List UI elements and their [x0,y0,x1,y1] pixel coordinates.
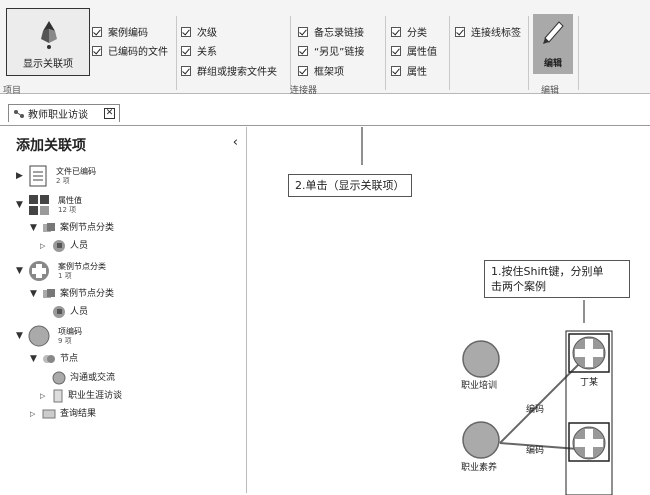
collapse-panel-button[interactable]: ‹ [232,135,238,150]
person-case-icon [53,240,65,252]
connector-group-label: 连接器 [290,86,318,96]
ribbon-separator [528,16,529,90]
tree-item-person[interactable]: ▷ 人员 [40,240,89,252]
canvas-overlay [361,127,613,495]
checkbox-checked[interactable] [181,45,191,56]
case-icon [568,333,610,373]
show-associations-icon [41,21,57,49]
ribbon-separator [449,16,450,90]
person-case-icon [53,306,65,318]
expand-arrow-icon[interactable]: ▷ [40,392,46,400]
edge-label: 编码 [526,446,545,456]
checkbox-checked[interactable] [92,45,102,56]
ribbon-separator [385,16,386,90]
map-canvas[interactable]: 2.单击（显示关联项） 1.按住Shift键，分别单 击两个案例 职业培训 职业… [248,127,650,495]
edge-line [499,356,587,444]
edge-label: 编码 [526,405,545,415]
case-icon [29,261,49,281]
node-circle-icon [28,325,50,347]
tree-item-case-classification-2[interactable]: ▼ 案例节点分类 1 项 [16,260,106,282]
callout-shift-select: 1.按住Shift键，分别单 击两个案例 [484,260,630,298]
attribute-grid-icon [29,195,49,215]
tab-teacher-interview[interactable]: 教师职业访谈 ✕ [8,104,120,122]
edit-group-label: 编辑 [541,86,560,96]
edge-line [499,442,579,450]
document-tab-strip: 教师职业访谈 ✕ [0,94,650,126]
tree-item-person-2[interactable]: 人员 [52,305,88,319]
tree-item-coded-files[interactable]: ▶ 文件已编码 2 项 [16,165,96,187]
option-child[interactable]: 次级 [181,24,217,39]
option-classification[interactable]: 分类 [391,24,427,39]
expand-arrow-icon[interactable]: ▷ [40,242,46,250]
callout-click-show-associations: 2.单击（显示关联项） [288,174,412,197]
tree-item-career-interview[interactable]: ▷ 职业生涯访谈 [40,389,123,403]
checkbox-checked[interactable] [455,26,465,37]
collapse-arrow-icon[interactable]: ▼ [30,354,37,364]
checkbox-checked[interactable] [181,65,191,76]
expand-arrow-icon[interactable]: ▷ [30,410,36,418]
nodes-icon [43,355,55,363]
option-case-coding[interactable]: 案例编码 [92,24,148,39]
option-framework-items[interactable]: 框架项 [298,63,344,78]
file-icon [53,389,63,403]
node-training-label: 职业培训 [461,381,498,391]
checkbox-checked[interactable] [92,26,102,37]
checkbox-checked[interactable] [298,45,308,56]
ribbon: 显示关联项 项目 案例编码 已编码的文件 次级 关系 群组或搜索文件夹 备忘录链… [0,0,650,96]
checkbox-checked[interactable] [391,26,401,37]
tree-item-query-results[interactable]: ▷ 查询结果 [30,409,97,419]
option-attributes[interactable]: 属性 [391,63,427,78]
close-icon[interactable]: ✕ [104,108,115,119]
node-circle-icon [52,371,66,385]
items-group-label: 项目 [3,86,22,96]
option-see-also-links[interactable]: “另见”链接 [298,43,364,58]
collapse-arrow-icon[interactable]: ▼ [16,331,23,341]
node-quality-circle [462,421,500,459]
pencil-icon [543,21,564,44]
case-icon [568,422,610,462]
collapse-arrow-icon[interactable]: ▼ [30,289,37,299]
case-label: 丁某 [580,378,599,388]
query-results-icon [42,409,56,419]
tree-item-case-classification-3[interactable]: ▼ 案例节点分类 [30,289,115,299]
show-associations-label: 显示关联项 [23,59,73,70]
classification-icon [43,223,55,232]
checkbox-checked[interactable] [298,26,308,37]
node-training-circle [462,340,500,378]
add-associations-panel: 添加关联项 ‹ ▶ 文件已编码 2 项 ▼ 属性值 12 项 ▼ 案例节点分类 [6,127,247,493]
collapse-arrow-icon[interactable]: ▼ [16,200,23,210]
document-icon [29,165,47,187]
tree-item-attribute-values[interactable]: ▼ 属性值 12 项 [16,194,82,216]
option-connector-labels[interactable]: 连接线标签 [455,24,521,39]
checkbox-checked[interactable] [298,65,308,76]
edit-button[interactable]: 编辑 [533,14,573,74]
option-memo-links[interactable]: 备忘录链接 [298,24,364,39]
selection-frame [565,330,613,495]
collapse-arrow-icon[interactable]: ▼ [30,223,37,233]
callout-pointer-line [361,127,363,165]
option-attribute-values[interactable]: 属性值 [391,43,437,58]
tree-item-case-classification[interactable]: ▼ 案例节点分类 [30,223,115,233]
expand-arrow-icon[interactable]: ▶ [16,171,23,181]
panel-title: 添加关联项 [16,138,86,154]
show-associations-button[interactable]: 显示关联项 [6,8,90,76]
checkbox-checked[interactable] [391,65,401,76]
classification-icon [43,289,55,298]
tab-label: 教师职业访谈 [28,110,88,121]
option-sets-search-folders[interactable]: 群组或搜索文件夹 [181,63,277,78]
tree-item-item-coding[interactable]: ▼ 项编码 9 项 [16,325,82,347]
checkbox-checked[interactable] [391,45,401,56]
tree-item-communication[interactable]: 沟通或交流 [52,371,115,385]
ribbon-separator [578,16,579,90]
node-quality-label: 职业素养 [461,463,498,473]
checkbox-checked[interactable] [181,26,191,37]
ribbon-separator [290,16,291,90]
option-coded-files[interactable]: 已编码的文件 [92,43,168,58]
edit-button-label: 编辑 [543,59,562,69]
option-relations[interactable]: 关系 [181,43,217,58]
collapse-arrow-icon[interactable]: ▼ [16,266,23,276]
tree-item-nodes[interactable]: ▼ 节点 [30,354,79,364]
ribbon-separator [176,16,177,90]
map-icon [14,109,24,118]
